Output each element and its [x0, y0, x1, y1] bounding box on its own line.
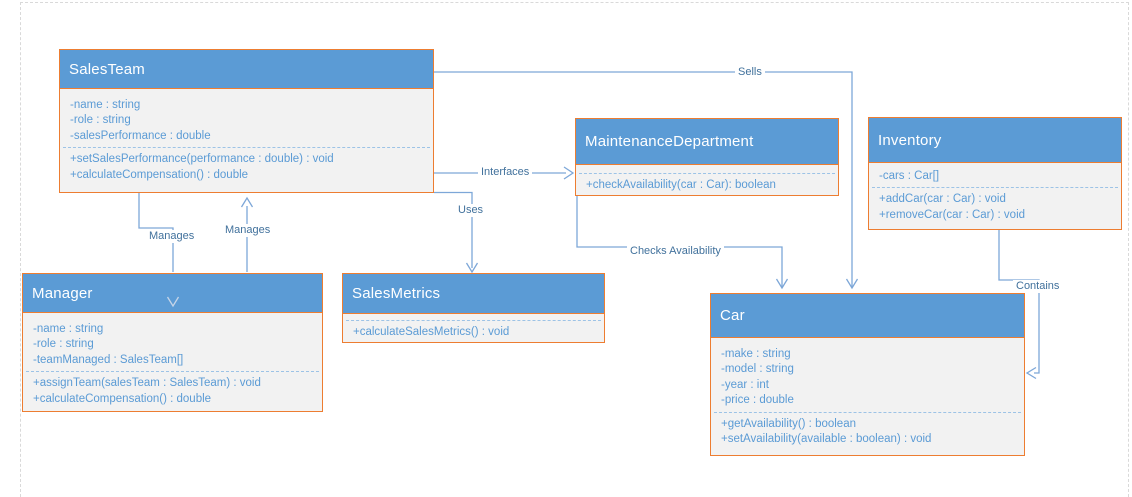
method: +addCar(car : Car) : void [879, 193, 1006, 206]
class-salesteam[interactable]: SalesTeam -name : string -role : string … [59, 49, 434, 193]
connector-sells[interactable] [434, 71, 853, 288]
attribute: -teamManaged : SalesTeam[] [33, 353, 184, 366]
arrowhead-sells [845, 278, 859, 290]
connector-checks-availability[interactable] [576, 196, 783, 288]
compartment-divider [26, 371, 319, 373]
method: +checkAvailability(car : Car): boolean [586, 179, 776, 191]
attribute: -name : string [33, 323, 104, 335]
method: +assignTeam(salesTeam : SalesTeam) : voi… [33, 377, 261, 390]
method: +calculateCompensation() : double [33, 392, 212, 405]
compartment-divider [63, 147, 430, 149]
class-manager-title: Manager [23, 274, 322, 313]
method: +calculateSalesMetrics() : void [353, 326, 510, 338]
attribute: -year : int [721, 378, 769, 391]
attribute: -model : string [721, 363, 794, 376]
arrowhead-manages-right [240, 196, 254, 208]
arrowhead-checks-availability [775, 278, 789, 290]
class-manager[interactable]: Manager -name : string -role : string -t… [22, 273, 323, 412]
connector-contains[interactable] [998, 230, 1040, 374]
class-maintenancedepartment[interactable]: MaintenanceDepartment +checkAvailability… [575, 118, 839, 196]
relationship-label-interfaces[interactable]: Interfaces [478, 166, 533, 179]
relationship-label-checks-availability[interactable]: Checks Availability [627, 245, 724, 258]
compartment-divider [346, 320, 601, 321]
relationship-label-manages-right[interactable]: Manages [222, 224, 274, 237]
relationship-label-contains[interactable]: Contains [1013, 280, 1063, 293]
method: +getAvailability() : boolean [721, 417, 856, 430]
relationship-label-manages-left[interactable]: Manages [146, 230, 198, 243]
compartment-divider [579, 173, 835, 174]
relationship-label-uses[interactable]: Uses [455, 204, 487, 217]
class-car[interactable]: Car -make : string -model : string -year… [710, 293, 1025, 456]
arrowhead-uses [465, 262, 479, 274]
method: +removeCar(car : Car) : void [879, 208, 1026, 221]
compartment-divider [872, 187, 1118, 189]
compartment-divider [714, 411, 1021, 413]
class-inventory[interactable]: Inventory -cars : Car[] +addCar(car : Ca… [868, 117, 1122, 230]
arrowhead-interfaces [563, 166, 575, 180]
attribute: -role : string [70, 114, 131, 127]
method: +setSalesPerformance(performance : doubl… [70, 153, 334, 166]
attribute: -name : string [70, 99, 141, 111]
attribute: -cars : Car[] [879, 170, 940, 182]
class-salesteam-title: SalesTeam [60, 50, 433, 89]
method: +calculateCompensation() : double [70, 168, 249, 181]
class-inventory-title: Inventory [869, 118, 1121, 163]
arrowhead-manages-left [166, 296, 180, 308]
attribute: -role : string [33, 338, 94, 351]
attribute: -salesPerformance : double [70, 129, 211, 142]
relationship-label-sells[interactable]: Sells [735, 66, 765, 79]
attribute: -make : string [721, 348, 791, 360]
connector-manages-left[interactable] [138, 193, 174, 272]
method: +setAvailability(available : boolean) : … [721, 433, 932, 446]
class-salesmetrics[interactable]: SalesMetrics +calculateSalesMetrics() : … [342, 273, 605, 343]
class-maintenancedepartment-title: MaintenanceDepartment [576, 119, 838, 165]
arrowhead-contains [1025, 366, 1037, 380]
class-car-title: Car [711, 294, 1024, 338]
class-salesmetrics-title: SalesMetrics [343, 274, 604, 314]
attribute: -price : double [721, 394, 794, 407]
connector-uses[interactable] [434, 191, 473, 269]
